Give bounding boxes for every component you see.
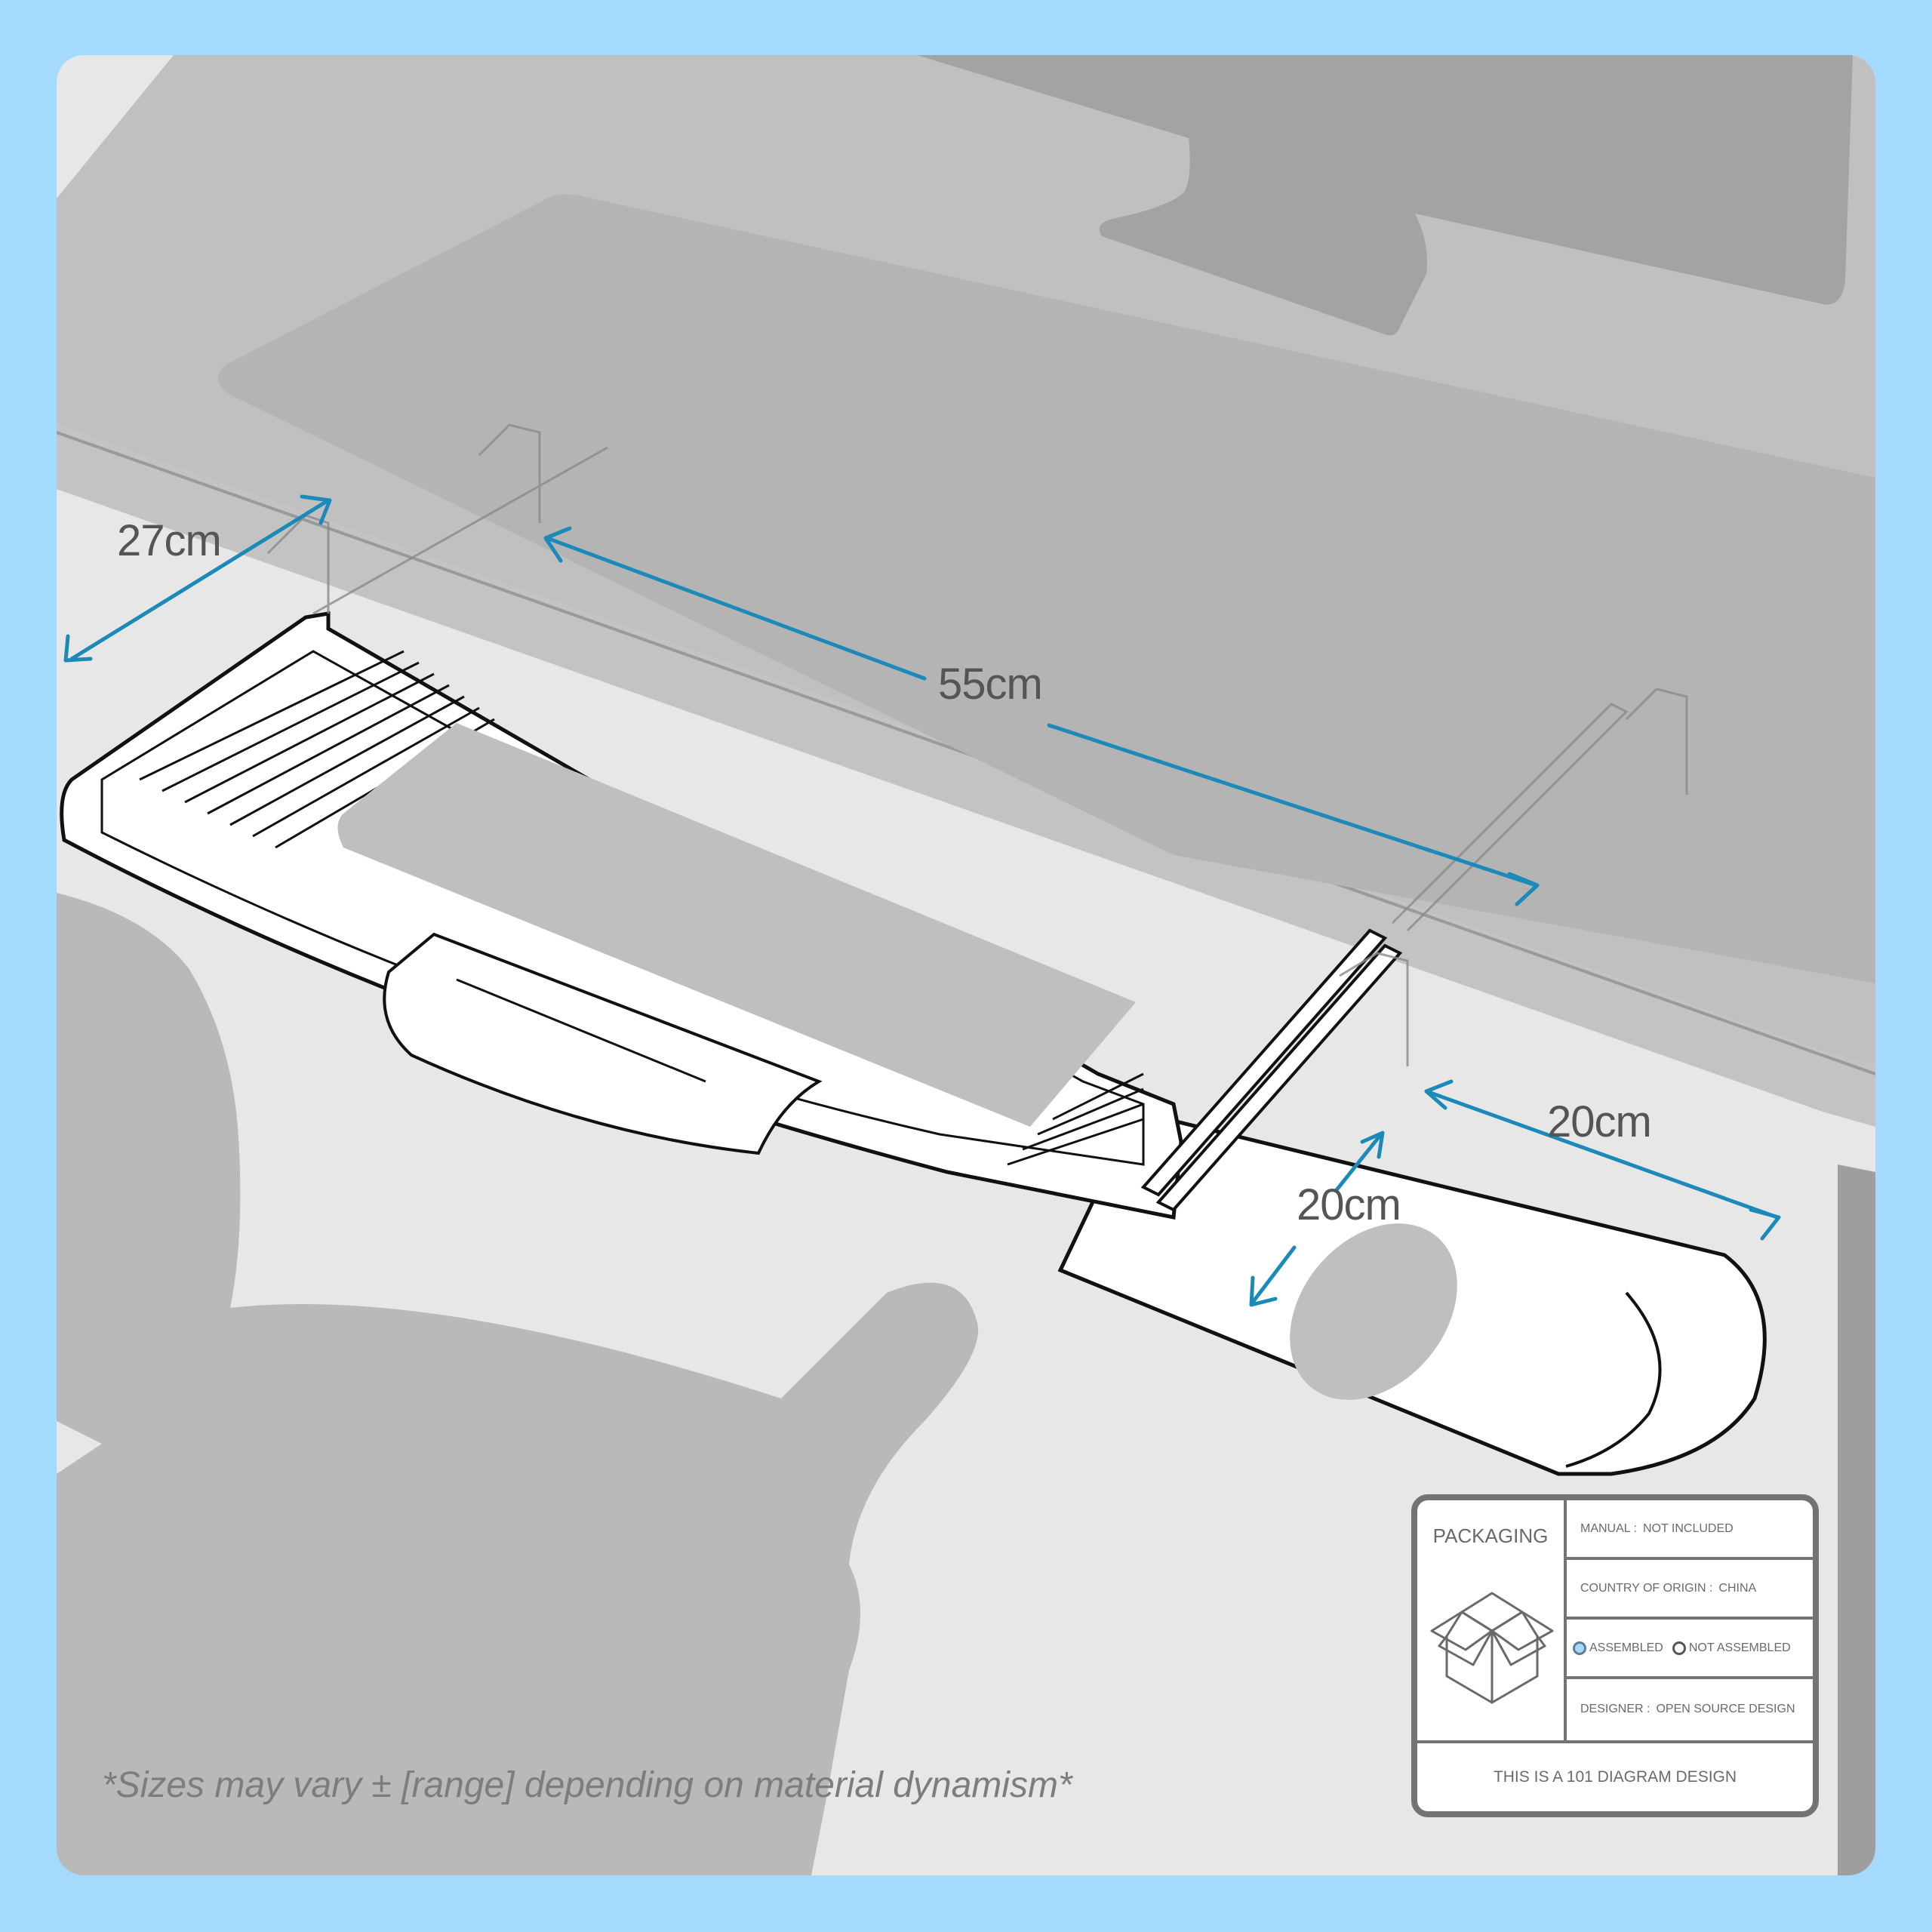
not-assembled-radio-label: NOT ASSEMBLED <box>1688 1641 1791 1654</box>
origin-key: COUNTRY OF ORIGIN : <box>1580 1581 1713 1595</box>
chair-silhouette <box>57 893 979 1875</box>
packaging-details: MANUAL : NOT INCLUDED COUNTRY OF ORIGIN … <box>1567 1500 1813 1740</box>
mouse-shadow <box>1290 1223 1457 1400</box>
desk-leg <box>1838 1164 1875 1875</box>
designer-key: DESIGNER : <box>1580 1703 1651 1715</box>
origin-row: COUNTRY OF ORIGIN : CHINA <box>1567 1560 1813 1620</box>
assembly-row: ASSEMBLED NOT ASSEMBLED <box>1567 1620 1813 1679</box>
floor-wedge <box>57 1421 102 1474</box>
desk-front-edge <box>57 425 1875 1127</box>
width-dimension-label: 55cm <box>938 660 1043 709</box>
desk-mat <box>217 194 1875 983</box>
not-assembled-radio[interactable] <box>1672 1641 1686 1655</box>
mouse-tray-width-label: 20cm <box>1297 1180 1401 1229</box>
assembled-radio-label: ASSEMBLED <box>1589 1641 1663 1654</box>
designer-value: OPEN SOURCE DESIGN <box>1656 1703 1795 1715</box>
monitor-silhouette <box>872 55 1853 336</box>
origin-value: CHINA <box>1718 1581 1757 1595</box>
depth-dimension-label: 27cm <box>117 516 222 565</box>
manual-row: MANUAL : NOT INCLUDED <box>1567 1500 1813 1560</box>
open-box-icon <box>1430 1592 1554 1704</box>
wrist-rest <box>383 932 823 1155</box>
diagram-frame: 27cm 55cm 20cm 20cm *Sizes may vary ± [r… <box>57 55 1875 1875</box>
designer-row: DESIGNER : OPEN SOURCE DESIGN <box>1567 1679 1813 1740</box>
manual-key: MANUAL : <box>1580 1521 1637 1535</box>
size-disclaimer-footnote: *Sizes may vary ± [range] depending on m… <box>102 1765 1072 1805</box>
mouse-tray-extension-label: 20cm <box>1547 1097 1652 1146</box>
dimension-arrows <box>63 494 1781 1307</box>
packaging-header-cell: PACKAGING <box>1417 1500 1567 1740</box>
packaging-footer: THIS IS A 101 DIAGRAM DESIGN <box>1417 1740 1813 1811</box>
keyboard-tray-illustration <box>57 55 1875 1875</box>
assembled-radio[interactable] <box>1573 1641 1586 1655</box>
keyboard-shadow <box>337 723 1136 1127</box>
manual-value: NOT INCLUDED <box>1642 1521 1734 1535</box>
packaging-info-card: PACKAGING MANUAL : NOT INCLUDED COUN <box>1411 1494 1819 1817</box>
packaging-title: PACKAGING <box>1432 1524 1549 1547</box>
